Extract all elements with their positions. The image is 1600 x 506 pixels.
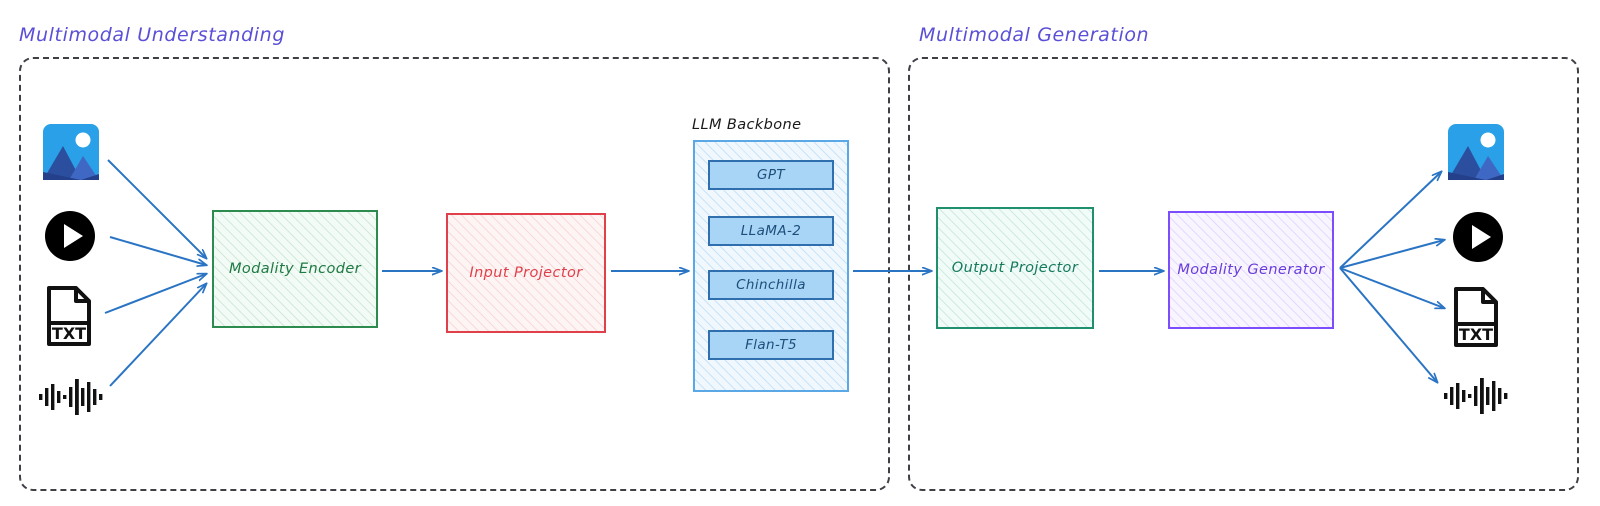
input-text-file-icon: TXT xyxy=(46,285,92,347)
understanding-container xyxy=(19,57,890,491)
modality-encoder-box[interactable]: Modality Encoder xyxy=(212,210,378,328)
llm-item-gpt[interactable]: GPT xyxy=(708,160,834,190)
group-title-understanding: Multimodal Understanding xyxy=(19,24,285,46)
svg-text:TXT: TXT xyxy=(1459,325,1493,344)
input-video-icon xyxy=(44,210,96,262)
group-title-generation: Multimodal Generation xyxy=(919,24,1150,46)
output-projector-label: Output Projector xyxy=(951,260,1079,276)
input-image-icon xyxy=(43,124,99,180)
input-projector-box[interactable]: Input Projector xyxy=(446,213,606,333)
output-image-icon xyxy=(1448,124,1504,180)
llm-item-chinchilla[interactable]: Chinchilla xyxy=(708,270,834,300)
llm-item-llama-2[interactable]: LLaMA-2 xyxy=(708,216,834,246)
input-audio-waveform-icon xyxy=(38,376,104,418)
output-text-file-icon: TXT xyxy=(1453,286,1499,348)
output-audio-waveform-icon xyxy=(1443,375,1509,417)
llm-item-gpt-label: GPT xyxy=(756,167,786,183)
modality-generator-label: Modality Generator xyxy=(1177,262,1325,278)
llm-item-flan-t5[interactable]: Flan-T5 xyxy=(708,330,834,360)
input-projector-label: Input Projector xyxy=(469,265,583,281)
llm-item-flan-t5-label: Flan-T5 xyxy=(745,337,797,353)
generation-container xyxy=(908,57,1579,491)
llm-item-chinchilla-label: Chinchilla xyxy=(736,277,806,293)
output-projector-box[interactable]: Output Projector xyxy=(936,207,1094,329)
output-video-icon xyxy=(1452,211,1504,263)
llm-backbone-caption: LLM Backbone xyxy=(692,117,802,133)
modality-generator-box[interactable]: Modality Generator xyxy=(1168,211,1334,329)
svg-text:TXT: TXT xyxy=(52,324,86,343)
modality-encoder-label: Modality Encoder xyxy=(228,261,362,277)
llm-item-llama-2-label: LLaMA-2 xyxy=(740,223,802,239)
